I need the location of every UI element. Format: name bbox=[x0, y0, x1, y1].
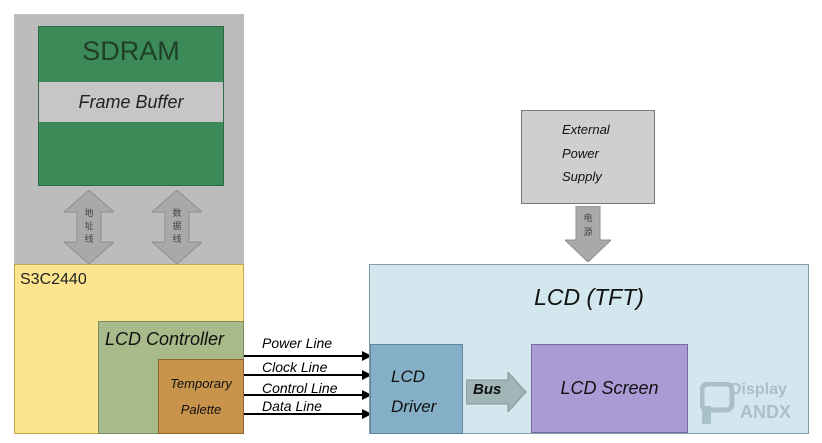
power-arrow: 电 源 bbox=[563, 205, 613, 263]
power-line-label: Power Line bbox=[262, 335, 333, 351]
watermark-top-text: Display bbox=[730, 381, 787, 398]
palette-label-line: Temporary bbox=[170, 376, 232, 391]
bus-arrow bbox=[466, 372, 527, 412]
bus-label: Bus bbox=[473, 381, 502, 398]
address-bus-char: 址 bbox=[84, 221, 94, 231]
s3c2440-label: S3C2440 bbox=[20, 271, 87, 288]
logo-p-icon bbox=[700, 382, 735, 424]
address-bus-char: 线 bbox=[84, 234, 94, 244]
external-power-supply-block: External Power Supply bbox=[521, 110, 655, 204]
palette-label-line: Palette bbox=[180, 402, 222, 417]
supply-label-line: Power bbox=[562, 146, 599, 161]
address-bus-arrow: 地 址 线 bbox=[62, 189, 116, 265]
data-bus-char: 据 bbox=[172, 221, 182, 231]
control-line-label: Control Line bbox=[262, 380, 338, 396]
watermark-bottom-text: ANDX bbox=[740, 402, 792, 422]
data-bus-char: 数 bbox=[172, 208, 182, 218]
clock-line-label: Clock Line bbox=[262, 359, 328, 375]
data-line-label: Data Line bbox=[262, 398, 322, 414]
signal-lines bbox=[244, 351, 372, 419]
lcd-driver-label-line: Driver bbox=[391, 397, 437, 416]
down-arrow-icon bbox=[563, 205, 613, 263]
data-bus-char: 线 bbox=[172, 234, 182, 244]
lcd-driver-block: LCD Driver bbox=[370, 344, 463, 434]
sdram-label: SDRAM bbox=[82, 36, 180, 66]
supply-label-line: External bbox=[562, 122, 610, 137]
displaypandx-watermark-logo: Display ANDX bbox=[700, 380, 818, 428]
supply-label-line: Supply bbox=[562, 169, 602, 184]
temporary-palette-block: Temporary Palette bbox=[158, 359, 244, 434]
data-bus-arrow: 数 据 线 bbox=[150, 189, 204, 265]
lcd-tft-label: LCD (TFT) bbox=[534, 284, 644, 310]
address-bus-char: 地 bbox=[84, 208, 94, 218]
right-arrow-icon bbox=[466, 372, 527, 412]
frame-buffer-label: Frame Buffer bbox=[39, 82, 223, 122]
power-char: 源 bbox=[583, 227, 593, 237]
lcd-driver-label-line: LCD bbox=[391, 367, 426, 386]
power-char: 电 bbox=[583, 213, 593, 223]
lcd-controller-label: LCD Controller bbox=[105, 329, 225, 349]
lcd-screen-block: LCD Screen bbox=[531, 344, 688, 433]
